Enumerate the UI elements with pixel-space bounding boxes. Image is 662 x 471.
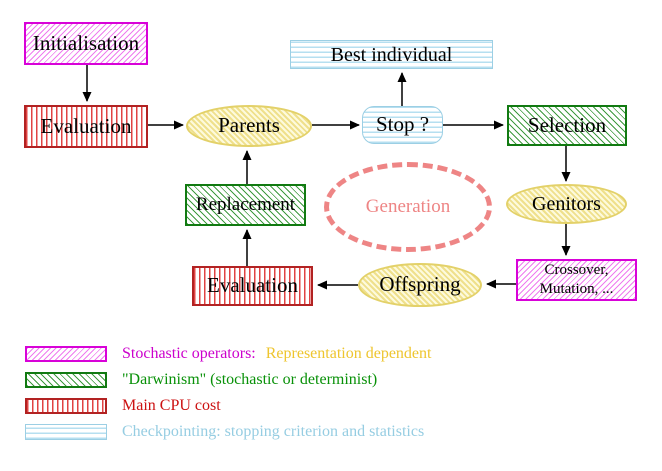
legend-swatch-cyan-stripes xyxy=(25,424,107,440)
node-evaluation-top: Evaluation xyxy=(24,105,148,148)
node-best-individual: Best individual xyxy=(290,40,493,69)
legend-swatch-magenta-hatch xyxy=(25,346,107,362)
node-best-individual-label: Best individual xyxy=(330,43,453,66)
node-crossover-mutation: Crossover, Mutation, ... xyxy=(516,259,637,301)
legend-label-stochastic-operators: Stochastic operators: xyxy=(122,345,256,362)
node-genitors-label: Genitors xyxy=(532,193,601,215)
node-crossover-line2: Mutation, ... xyxy=(539,281,614,297)
node-stop-label: Stop ? xyxy=(375,112,430,137)
legend-swatch-green-hatch xyxy=(25,372,107,388)
node-stop: Stop ? xyxy=(362,106,443,144)
legend-label-representation-dependent: Representation dependent xyxy=(265,345,432,362)
node-crossover-line1: Crossover, xyxy=(544,262,609,279)
legend-label-main-cpu-cost: Main CPU cost xyxy=(122,397,221,414)
node-generation-label: Generation xyxy=(365,195,451,217)
legend-swatch-red-stripes xyxy=(25,398,107,414)
node-replacement: Replacement xyxy=(185,184,306,226)
node-parents: Parents xyxy=(186,105,312,147)
legend-label-darwinism: "Darwinism" (stochastic or determinist) xyxy=(122,371,378,388)
node-selection-label: Selection xyxy=(527,112,607,137)
node-parents-label: Parents xyxy=(218,113,280,138)
node-evaluation-top-label: Evaluation xyxy=(40,113,132,138)
node-evaluation-bottom-label: Evaluation xyxy=(207,273,298,298)
node-generation-loop: Generation xyxy=(324,162,492,252)
legend-label-checkpointing: Checkpointing: stopping criterion and st… xyxy=(122,423,425,440)
node-initialisation: Initialisation xyxy=(24,22,148,65)
node-selection: Selection xyxy=(507,105,627,146)
node-offspring: Offspring xyxy=(358,263,482,307)
node-initialisation-label: Initialisation xyxy=(32,30,140,55)
node-offspring-label: Offspring xyxy=(379,272,461,297)
node-evaluation-bottom: Evaluation xyxy=(192,266,313,306)
node-replacement-label: Replacement xyxy=(195,193,296,215)
node-genitors: Genitors xyxy=(506,184,627,224)
